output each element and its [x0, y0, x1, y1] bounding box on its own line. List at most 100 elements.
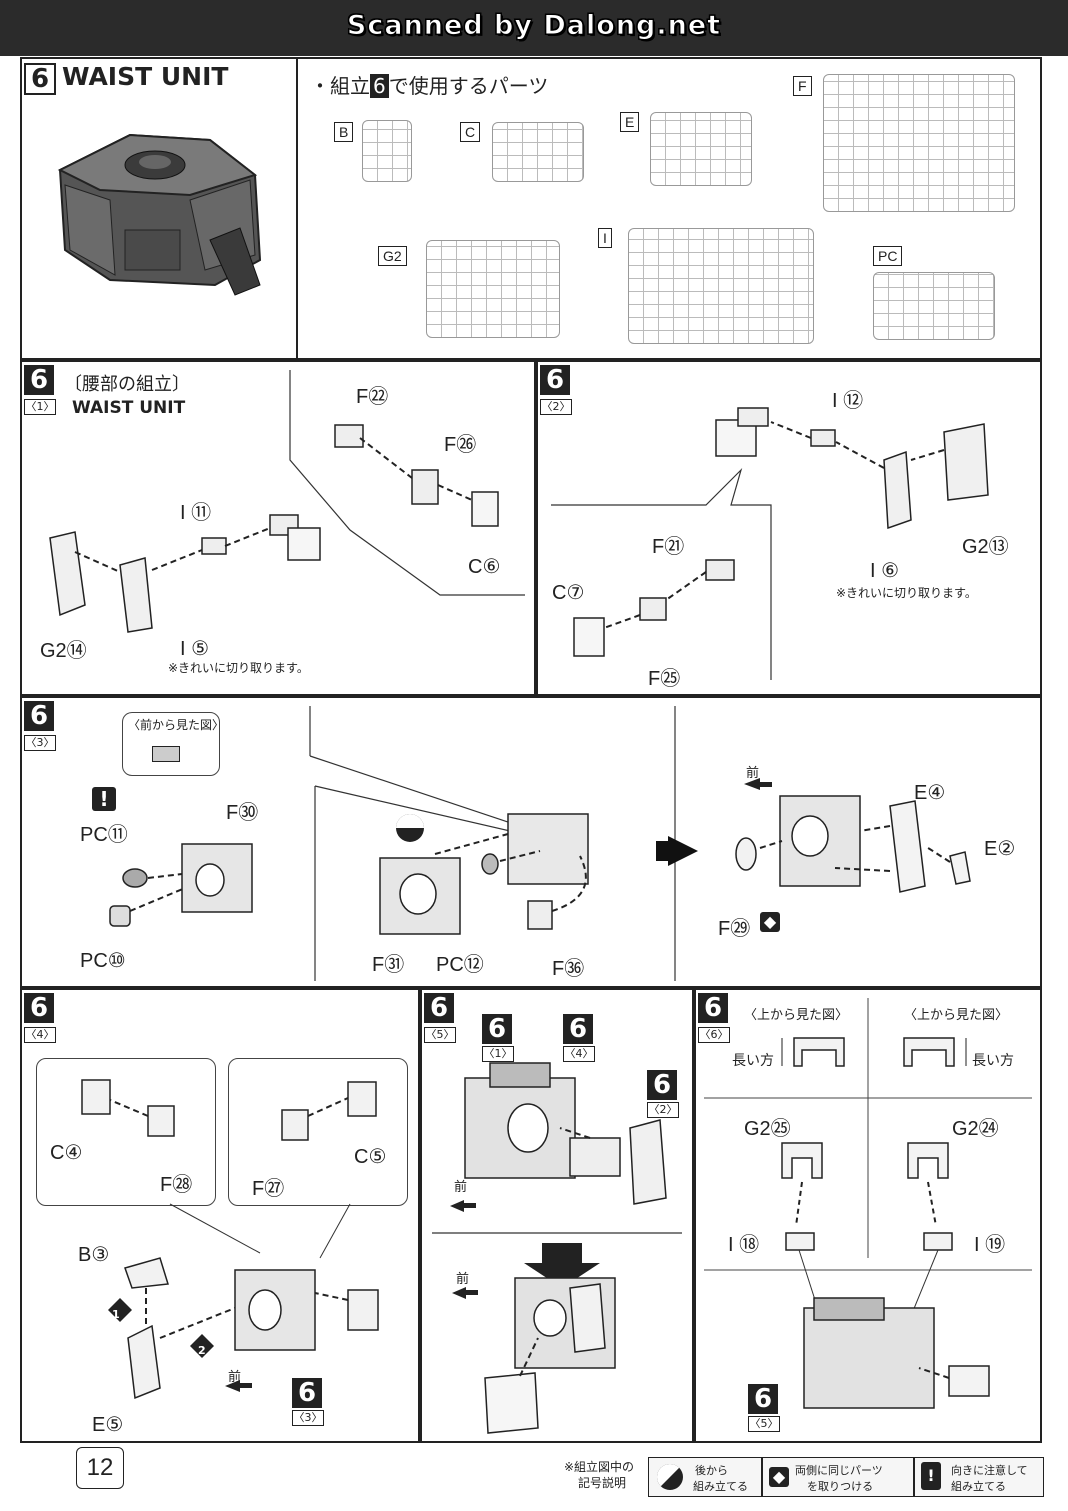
legend-back-line2: 組み立てる: [693, 1480, 748, 1493]
both-sides-icon: ◆: [760, 912, 780, 932]
runner-b: [362, 120, 412, 182]
part-f22: F㉒: [356, 386, 389, 408]
part-g2-14: G2⑭: [40, 640, 87, 662]
runner-label-f: F: [793, 76, 812, 96]
legend-both: ◆ 両側に同じパーツ を取りつける: [762, 1457, 914, 1497]
legend-back-line1: 後から: [695, 1464, 728, 1477]
legend-caution-line1: 向きに注意して: [951, 1464, 1028, 1477]
caution-icon: !: [92, 787, 116, 811]
step-6-2-drawing: [551, 407, 989, 680]
step-6-4-panel: [20, 988, 420, 1443]
both-sides-icon-legend: ◆: [769, 1467, 789, 1487]
legend-title-2: 記号説明: [578, 1476, 627, 1490]
part-g2-24: G2㉔: [952, 1118, 999, 1140]
caution-icon-legend: !: [921, 1462, 941, 1490]
top-view-left: 〈上から見た図〉: [744, 1008, 849, 1023]
runner-label-e: E: [620, 112, 640, 132]
front-view-callout: [122, 712, 220, 776]
runner-e: [650, 112, 752, 186]
page-title: WAIST UNIT: [62, 62, 229, 91]
part-f27: F㉗: [252, 1178, 285, 1200]
part-pc12: PC⑫: [436, 954, 484, 976]
part-f29: F㉙: [718, 918, 751, 940]
part-f26: F㉖: [444, 434, 477, 456]
step-6-1-sub: 〈1〉: [24, 399, 56, 415]
page-number: 12: [76, 1447, 124, 1489]
part-pc10: PC⑩: [80, 950, 126, 972]
step-6-1-drawing: [49, 370, 525, 633]
part-f28: F㉘: [160, 1174, 193, 1196]
part-f30: F㉚: [226, 802, 259, 824]
top-view-right: 〈上から見た図〉: [904, 1008, 1009, 1023]
step-6-2-panel: [536, 360, 1042, 696]
long-side-left: 長い方: [732, 1053, 774, 1069]
step-6-5-number: 6: [424, 993, 454, 1023]
part-c4: C④: [50, 1142, 83, 1164]
part-f36: F㊱: [552, 958, 585, 980]
ref-4-number: 6: [563, 1014, 593, 1044]
front-label-4: 前: [228, 1370, 242, 1385]
part-i12: I ⑫: [832, 390, 864, 412]
part-f21: F㉑: [652, 536, 685, 558]
step-6-6-drawing: [704, 998, 1032, 1409]
detail-callout-right: [228, 1058, 408, 1206]
part-i5: I ⑤: [180, 638, 210, 660]
legend-caution: ! 向きに注意して 組み立てる: [914, 1457, 1044, 1497]
step-number: 6: [24, 63, 56, 95]
runner-label-g2: G2: [378, 246, 407, 266]
step-6-1-number: 6: [24, 365, 54, 395]
ref-2-number: 6: [647, 1070, 677, 1100]
order-2: 2: [198, 1344, 206, 1357]
step-6-4-number: 6: [24, 993, 54, 1023]
step-6-3-sub: 〈3〉: [24, 735, 56, 751]
legend-caution-line2: 組み立てる: [951, 1480, 1006, 1493]
step-6-3-panel: [20, 696, 1042, 988]
part-e2: E②: [984, 838, 1016, 860]
part-i6: I ⑥: [870, 560, 900, 582]
detail-callout-left: [36, 1058, 216, 1206]
runner-label-b: B: [334, 122, 354, 142]
ref-4-sub: 〈4〉: [563, 1046, 595, 1062]
front-label-5a: 前: [454, 1180, 468, 1195]
front-label-5b: 前: [456, 1272, 470, 1287]
step-6-3-number: 6: [24, 701, 54, 731]
ref-5-sub: 〈5〉: [748, 1416, 780, 1432]
runner-i: [628, 228, 814, 344]
step-6-1-title-en: WAIST UNIT: [72, 398, 186, 418]
part-e5: E⑤: [92, 1414, 124, 1436]
legend-both-line1: 両側に同じパーツ: [795, 1464, 883, 1477]
step-6-6-panel: [694, 988, 1042, 1443]
front-view-label: 〈前から見た図〉: [128, 718, 225, 732]
ref-2-sub: 〈2〉: [647, 1102, 679, 1118]
ref-5-number: 6: [748, 1384, 778, 1414]
part-c6: C⑥: [468, 556, 501, 578]
step-6-1-title-jp: 〔腰部の組立〕: [64, 374, 190, 395]
runner-label-c: C: [460, 122, 481, 142]
ref-1-sub: 〈1〉: [482, 1046, 514, 1062]
part-f25: F㉕: [648, 668, 681, 690]
back-assembly-icon: [657, 1464, 683, 1490]
part-f31: F㉛: [372, 954, 405, 976]
long-side-right: 長い方: [972, 1053, 1014, 1069]
legend-title-1: ※組立図中の: [564, 1460, 635, 1474]
waist-unit-photo: [57, 133, 262, 296]
ref-1-number: 6: [482, 1014, 512, 1044]
step-6-2-number: 6: [540, 365, 570, 395]
step-6-4-drawing: [81, 1079, 379, 1400]
ref-step-number: 6: [292, 1378, 322, 1408]
watermark: Scanned by Dalong.net: [346, 10, 722, 42]
runner-label-i: I: [598, 228, 612, 248]
step-6-5-drawing: [432, 1062, 682, 1434]
step-6-6-number: 6: [698, 993, 728, 1023]
runner-c: [492, 122, 584, 182]
scan-banner: [0, 0, 1068, 56]
step-6-1-panel: [20, 360, 536, 696]
part-c5: C⑤: [354, 1146, 387, 1168]
part-g2-13: G2⑬: [962, 536, 1009, 558]
part-e4: E④: [914, 782, 946, 804]
part-pc11: PC⑪: [80, 824, 128, 846]
part-i11: I ⑪: [180, 502, 212, 524]
part-i19: I ⑲: [974, 1234, 1006, 1256]
step-6-5-panel: [420, 988, 694, 1443]
part-c7: C⑦: [552, 582, 585, 604]
